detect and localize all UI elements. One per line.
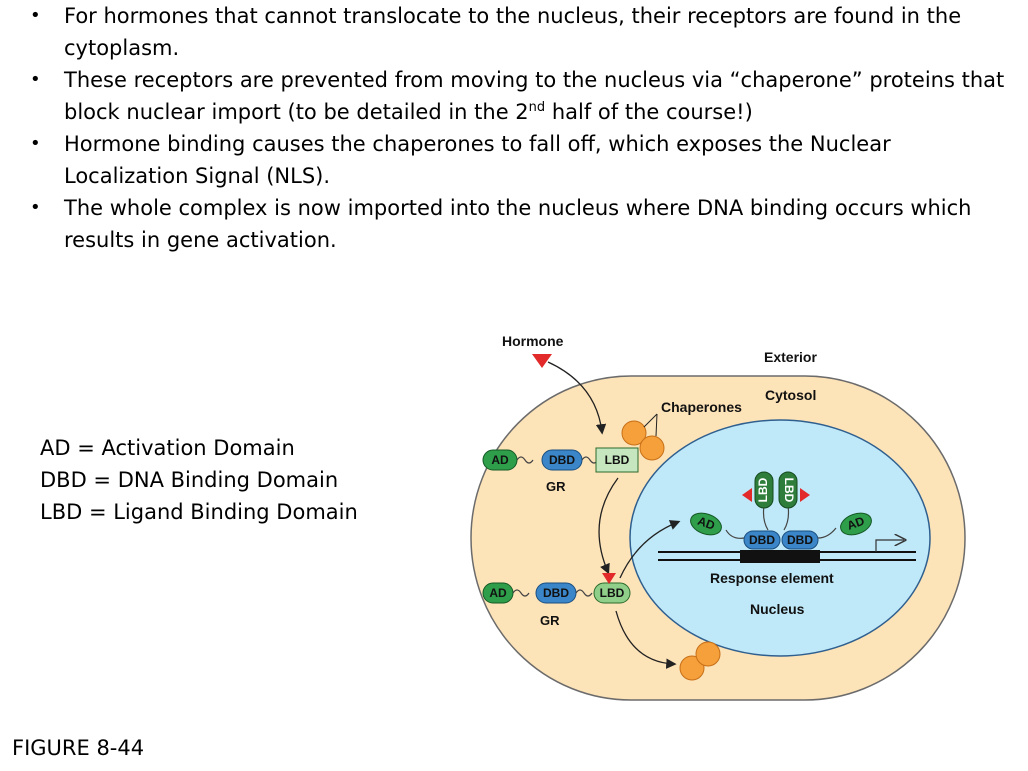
bullet-dot: • bbox=[30, 5, 41, 26]
bullet-text: half of the course!) bbox=[545, 100, 753, 124]
gr-label-bottom: GR bbox=[540, 613, 560, 628]
nucleus-label: Nucleus bbox=[750, 601, 805, 617]
bullet-text: For hormones that cannot translocate to … bbox=[64, 4, 962, 60]
transcription-start-arrow bbox=[875, 540, 904, 552]
bullet-dot: • bbox=[30, 197, 41, 218]
hormone-icon bbox=[532, 354, 552, 368]
response-element-block bbox=[740, 550, 820, 563]
dbd-domain bbox=[743, 530, 781, 550]
dbd-label: DBD bbox=[749, 533, 775, 547]
gr-label-top: GR bbox=[546, 479, 566, 494]
bullet-dot: • bbox=[30, 69, 41, 90]
chaperone-icon bbox=[621, 420, 647, 446]
chaperone-icon bbox=[639, 435, 665, 461]
hormone-icon bbox=[800, 488, 810, 502]
bullet-item: • These receptors are prevented from movi… bbox=[26, 64, 1016, 128]
legend-entry-lbd: LBD = Ligand Binding Domain bbox=[40, 500, 358, 524]
receptor-diagram: Hormone Exterior Cytosol Chaperones AD D… bbox=[470, 333, 966, 701]
chaperone-icon bbox=[679, 655, 705, 681]
activation-arrow bbox=[598, 477, 619, 575]
dbd-label: DBD bbox=[787, 533, 813, 547]
ad-label: AD bbox=[489, 586, 507, 600]
lbd-label: LBD bbox=[600, 586, 625, 600]
bullet-text: Hormone binding causes the chaperones to… bbox=[64, 132, 891, 188]
dbd-domain bbox=[781, 530, 819, 550]
release-arrow bbox=[615, 610, 677, 669]
ad-label: AD bbox=[845, 514, 866, 533]
dbd-label: DBD bbox=[543, 586, 569, 600]
chaperones-label: Chaperones bbox=[661, 399, 742, 415]
ad-label: AD bbox=[491, 453, 509, 467]
dbd-label: DBD bbox=[549, 453, 575, 467]
bullet-superscript: nd bbox=[528, 100, 546, 115]
figure-label: FIGURE 8-44 bbox=[12, 736, 145, 760]
ad-label: AD bbox=[696, 514, 717, 533]
bullet-item: • Hormone binding causes the chaperones t… bbox=[26, 128, 1016, 192]
ad-domain bbox=[840, 512, 872, 536]
hormone-icon bbox=[742, 488, 752, 502]
hormone-path-arrow bbox=[547, 361, 607, 435]
lbd-domain bbox=[593, 582, 631, 604]
lbd-domain bbox=[754, 471, 774, 509]
import-arrow bbox=[619, 520, 681, 579]
bullet-text: The whole complex is now imported into t… bbox=[64, 196, 972, 252]
bullet-item: • The whole complex is now imported into … bbox=[26, 192, 1016, 256]
chaperone-icon bbox=[695, 641, 721, 667]
bullet-text: These receptors are prevented from movin… bbox=[64, 68, 1005, 124]
bullet-item: • For hormones that cannot translocate to… bbox=[26, 0, 1016, 64]
exterior-label: Exterior bbox=[764, 349, 817, 365]
lbd-label: LBD bbox=[782, 478, 796, 503]
response-element-label: Response element bbox=[710, 570, 834, 586]
bullet-dot: • bbox=[30, 133, 41, 154]
lbd-domain bbox=[778, 471, 798, 509]
lbd-label: LBD bbox=[605, 453, 630, 467]
abbreviation-legend: AD = Activation Domain DBD = DNA Binding… bbox=[40, 432, 358, 528]
hormone-icon bbox=[602, 573, 616, 584]
lbd-domain bbox=[595, 447, 639, 473]
legend-entry-dbd: DBD = DNA Binding Domain bbox=[40, 468, 339, 492]
cytosol-label: Cytosol bbox=[765, 387, 816, 403]
legend-entry-ad: AD = Activation Domain bbox=[40, 436, 295, 460]
ad-domain bbox=[690, 512, 722, 536]
bullet-list: • For hormones that cannot translocate to… bbox=[26, 0, 1016, 256]
hormone-label: Hormone bbox=[502, 333, 564, 349]
lbd-label: LBD bbox=[756, 477, 770, 502]
